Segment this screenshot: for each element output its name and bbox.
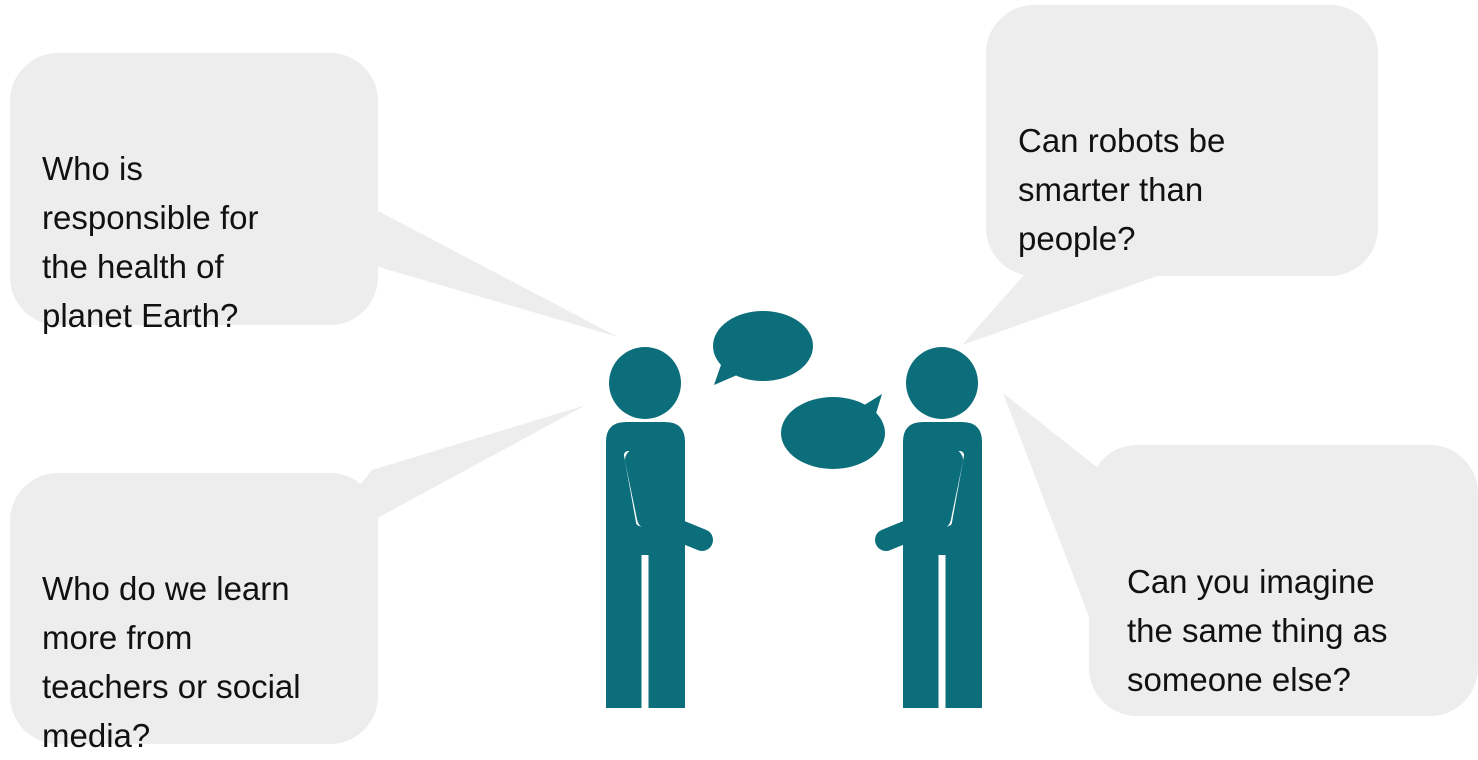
bubble-tails — [300, 170, 1180, 640]
speech-bubble-icon — [713, 311, 813, 385]
question-text: Can robots be smarter than people? — [1018, 122, 1226, 257]
question-bubble-bottom-right: Can you imagine the same thing as someon… — [1089, 445, 1478, 716]
question-text: Who do we learn more from teachers or so… — [42, 570, 301, 754]
question-bubble-top-left: Who is responsible for the health of pla… — [10, 53, 378, 334]
question-text: Who is responsible for the health of pla… — [42, 150, 259, 334]
tail-bottom-right — [1003, 393, 1098, 640]
speech-bubble-icon — [781, 394, 885, 469]
people-illustration — [606, 311, 982, 708]
tail-top-left — [300, 170, 618, 337]
person-icon — [606, 347, 713, 708]
discussion-diagram: Who is responsible for the health of pla… — [10, 5, 1478, 754]
question-text: Can you imagine the same thing as someon… — [1127, 563, 1388, 698]
person-icon — [875, 347, 982, 708]
question-bubble-bottom-left: Who do we learn more from teachers or so… — [10, 473, 378, 754]
question-bubble-top-right: Can robots be smarter than people? — [986, 5, 1378, 276]
